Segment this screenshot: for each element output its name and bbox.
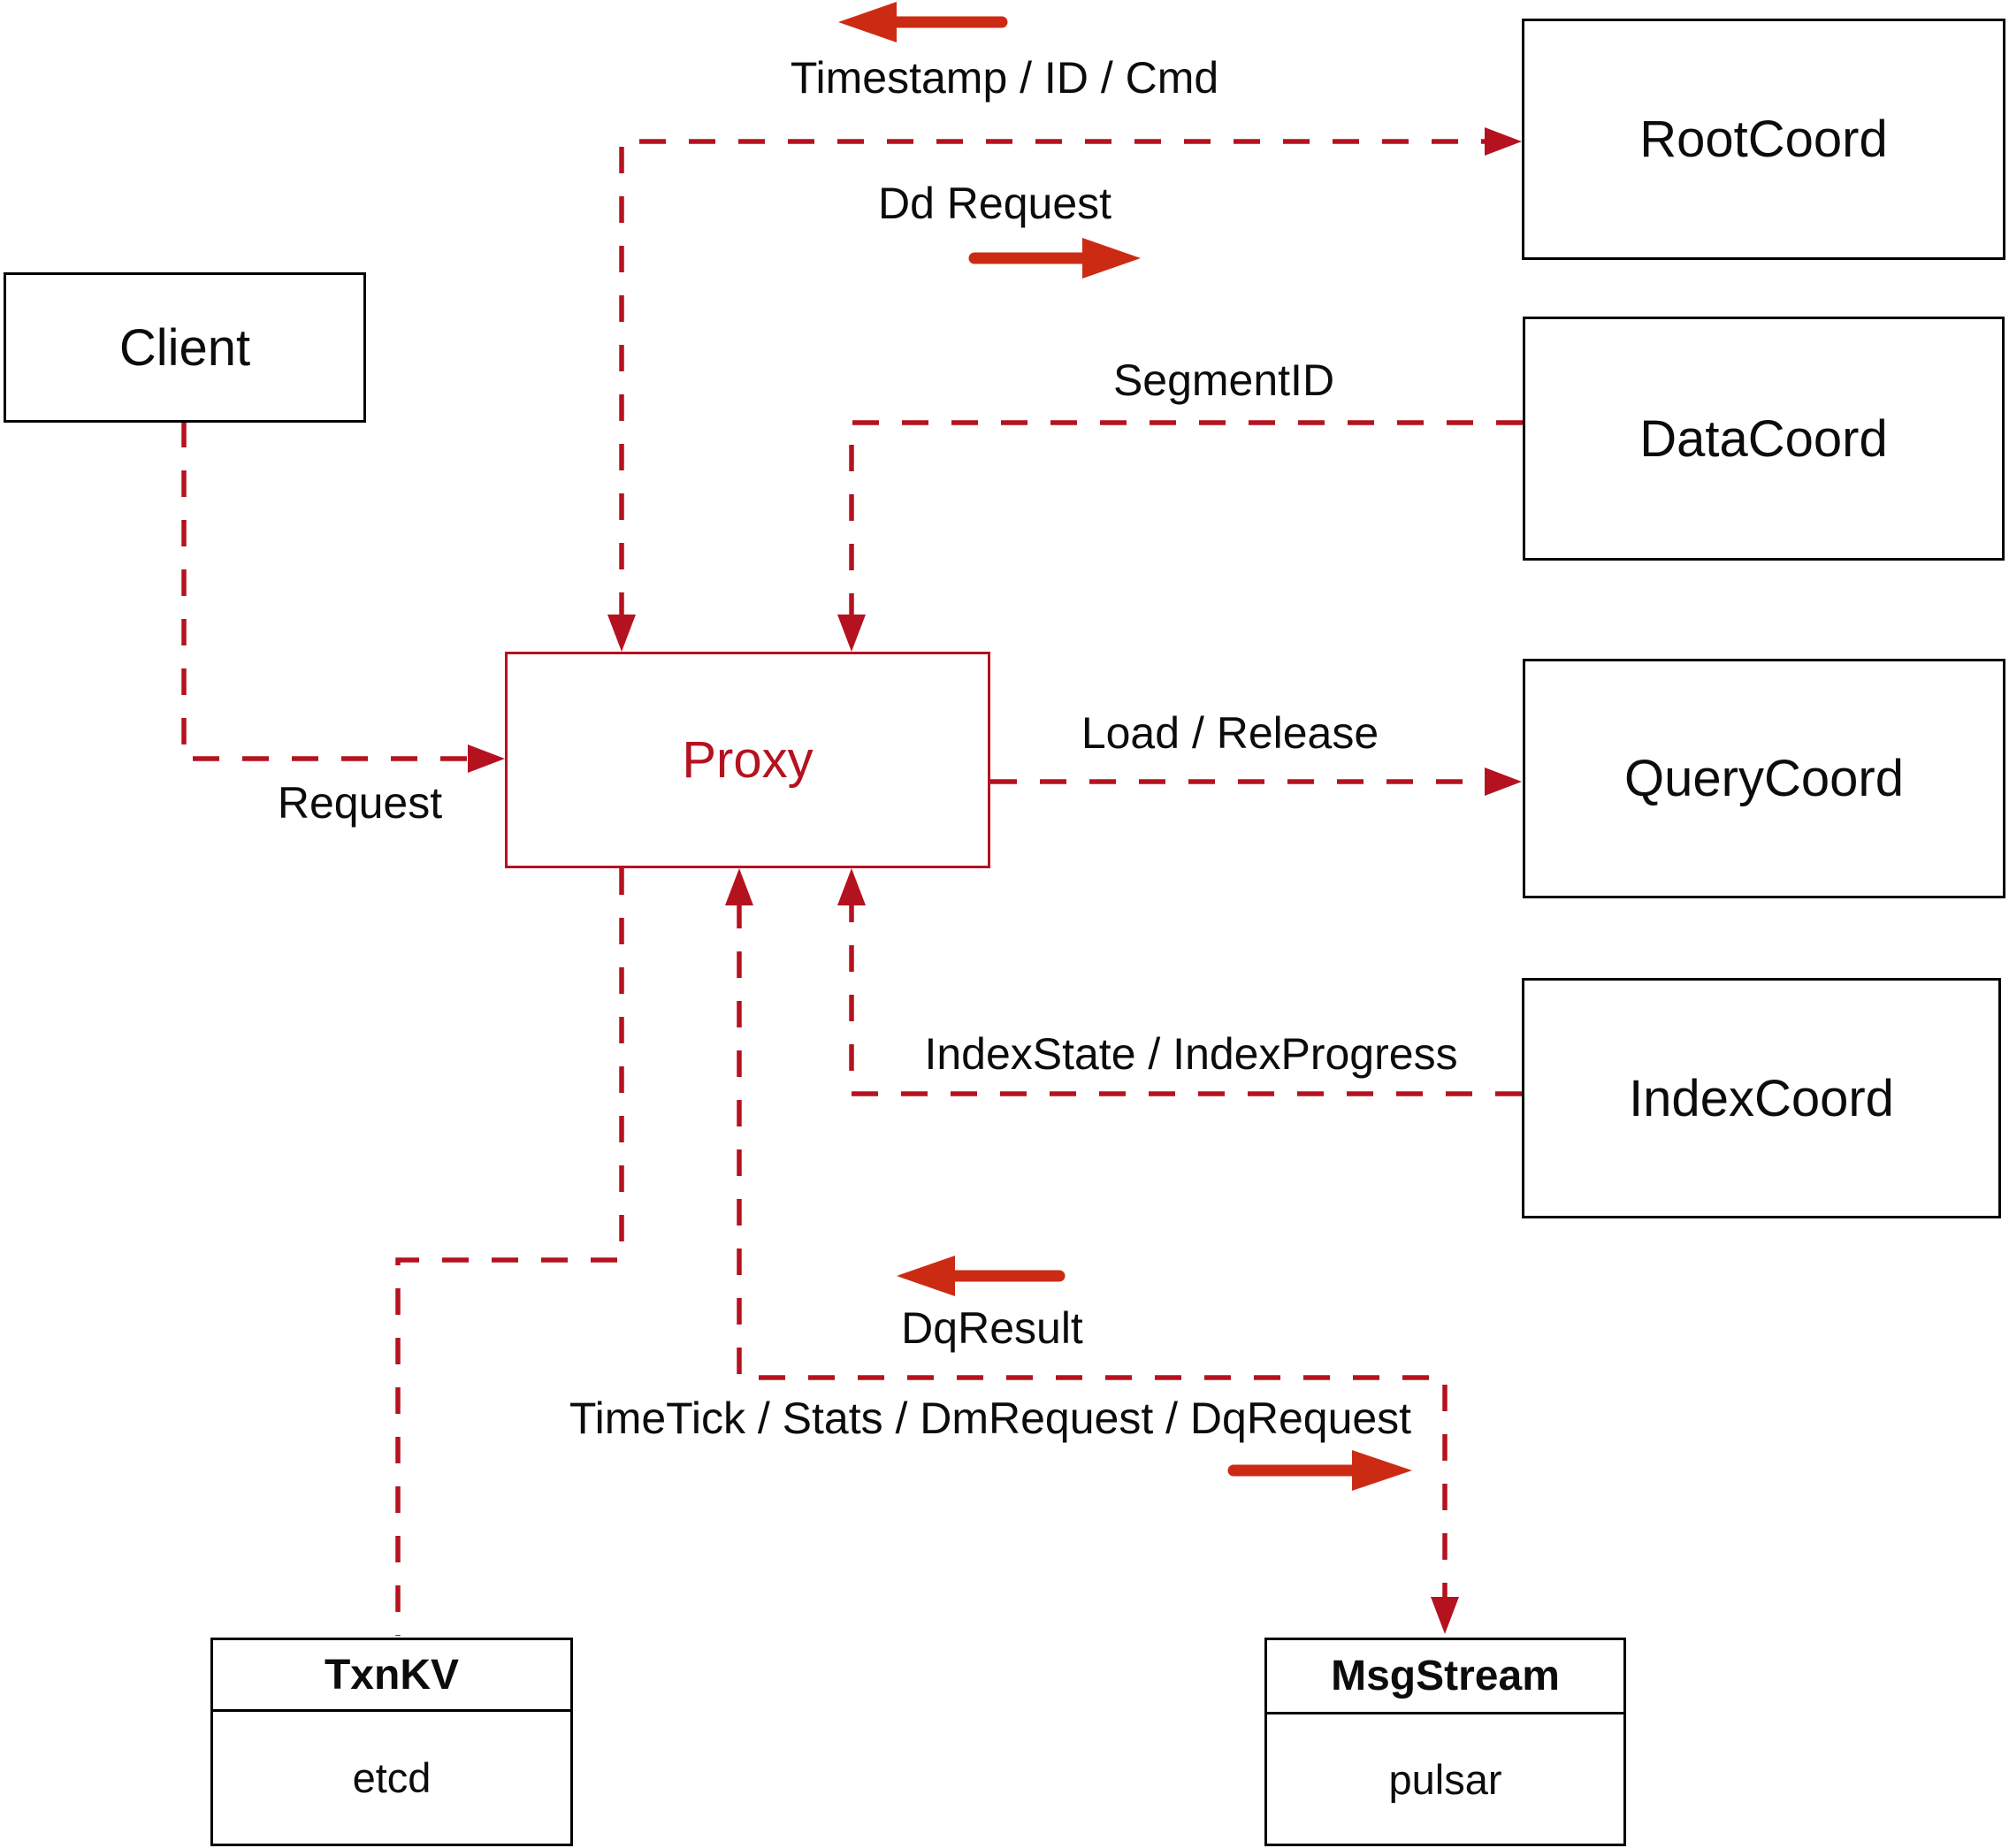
edge-label-timestamp-id-cmd: Timestamp / ID / Cmd [790,53,1219,103]
edge-label-segment-id: SegmentID [1112,355,1335,405]
edge-label-timetick: TimeTick / Stats / DmRequest / DqRequest [569,1394,1412,1443]
txnkv-subtitle: etcd [352,1754,432,1801]
arrowhead-into-rootcoord-icon [1485,127,1522,156]
edge-datacoord-proxy [849,420,1523,619]
edge-label-index-state: IndexState / IndexProgress [924,1029,1458,1079]
proxy-label: Proxy [682,731,814,789]
querycoord-node: QueryCoord [1523,659,2005,898]
edge-indexcoord-proxy [849,902,1522,1096]
edge-label-dq-result: DqResult [901,1303,1083,1353]
edge-label-load-release: Load / Release [1081,708,1379,758]
direction-arrowhead-right-timetick-icon [1352,1450,1412,1491]
client-label: Client [118,318,251,377]
indexcoord-node: IndexCoord [1522,978,2001,1218]
msgstream-subtitle: pulsar [1388,1755,1502,1803]
rootcoord-node: RootCoord [1522,19,2005,260]
querycoord-label: QueryCoord [1624,750,1904,807]
arrowhead-into-proxy-left-icon [468,745,505,773]
msgstream-title: MsgStream [1267,1640,1623,1714]
txnkv-node: TxnKV etcd [210,1638,573,1846]
arrowhead-into-proxy-bottom-left-icon [725,868,753,905]
edge-proxy-msgstream [737,902,1448,1600]
edge-proxy-rootcoord [619,139,1488,619]
rootcoord-label: RootCoord [1639,111,1888,168]
arrowhead-into-proxy-bottom-right-icon [837,868,866,905]
edge-proxy-txnkv [395,868,624,1636]
arrowhead-into-msgstream-icon [1431,1597,1459,1634]
arrowhead-into-querycoord-icon [1485,767,1522,796]
proxy-node: Proxy [505,652,990,868]
edge-label-request: Request [277,778,443,828]
direction-arrowhead-left-dqresult-icon [897,1256,955,1296]
datacoord-label: DataCoord [1639,409,1888,468]
msgstream-node: MsgStream pulsar [1264,1638,1626,1846]
txnkv-title: TxnKV [213,1640,570,1712]
client-node: Client [4,272,366,423]
edge-client-proxy [181,421,471,761]
direction-arrowhead-left-timestamp-icon [838,2,897,42]
edge-label-dd-request: Dd Request [877,179,1112,228]
arrowhead-into-proxy-top-right-icon [837,615,866,652]
datacoord-node: DataCoord [1523,317,2005,561]
indexcoord-label: IndexCoord [1629,1069,1894,1127]
arrowhead-into-proxy-top-left-icon [607,615,636,652]
direction-arrowhead-right-ddrequest-icon [1082,238,1141,279]
